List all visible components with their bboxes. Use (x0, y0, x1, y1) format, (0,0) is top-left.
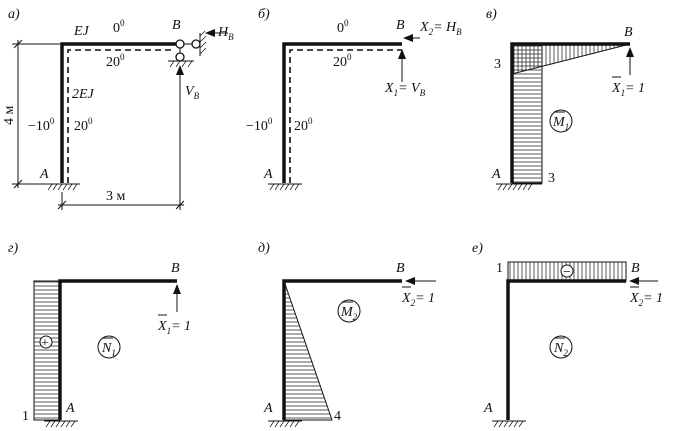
node-a: A (39, 167, 49, 182)
value-top: 3 (494, 57, 501, 72)
panel-b: б) X2= HB X1= VB B A 00 200 −100 200 (246, 7, 462, 191)
panel-letter: б) (258, 7, 270, 22)
load-label: X1= 1 (157, 319, 191, 336)
normal-force-area (33, 280, 61, 421)
dashed-fibre (67, 49, 172, 183)
panel-letter: а) (8, 7, 20, 22)
panel-e: д) X2= 1 B A 4 M2 (258, 241, 436, 428)
load-label: X2= 1 (401, 291, 435, 308)
panel-letter: в) (486, 7, 497, 22)
fixed-support (268, 183, 302, 191)
temp-beam-in: 200 (106, 52, 125, 70)
node-b: B (171, 261, 180, 276)
force-h-label: HB (217, 25, 234, 42)
temp-col-out: −100 (28, 116, 55, 134)
temp-top: 00 (337, 18, 349, 36)
moment-area-column (283, 280, 333, 421)
temp-col-in: 200 (74, 116, 93, 134)
fixed-support (44, 420, 78, 428)
temp-top: 00 (113, 18, 125, 36)
frame (282, 279, 402, 420)
dim-height-label: 4 м (2, 106, 17, 126)
value-bottom: 4 (334, 409, 341, 424)
diagram-name-circle (549, 109, 573, 133)
beam-rigidity: EJ (73, 24, 90, 39)
panel-letter: д) (258, 241, 270, 256)
value-top: 1 (496, 261, 503, 276)
minus-sign-icon (560, 264, 574, 278)
diagram-name: N2 (553, 341, 568, 358)
frame (510, 42, 630, 183)
panel-a: а) (2, 7, 234, 210)
diagram-name-circle (549, 335, 573, 359)
node-b: B (624, 25, 633, 40)
node-a: A (263, 401, 273, 416)
frame (58, 279, 177, 420)
panel-letter: е) (472, 241, 483, 256)
value-bottom: 3 (548, 171, 555, 186)
column-rigidity: 2EJ (72, 87, 95, 102)
fixed-support (268, 420, 302, 428)
dim-width-label: 3 м (106, 189, 126, 204)
force-x2-label: X2= HB (419, 20, 462, 37)
node-b: B (631, 261, 640, 276)
width-dimension (57, 192, 185, 210)
frame (282, 42, 402, 183)
force-x1-label: X1= VB (384, 81, 426, 98)
panel-c: в) X1= 1 B A 3 3 M1 (486, 7, 645, 191)
frame (506, 279, 626, 420)
load-label: X2= 1 (629, 291, 663, 308)
node-b: B (396, 18, 405, 33)
height-dimension (12, 39, 60, 189)
diagram-name-circle (337, 299, 361, 323)
diagram-name: N1 (101, 341, 116, 358)
temp-col-in: 200 (294, 116, 313, 134)
panel-f: е) − X2= 1 B A 1 N2 (472, 241, 663, 428)
fixed-support (496, 183, 542, 191)
panel-d: г) + X1= 1 B A 1 N1 (8, 241, 191, 428)
node-a: A (483, 401, 493, 416)
fixed-support (492, 420, 526, 428)
dashed-fibre (289, 49, 402, 183)
value-bottom: 1 (22, 409, 29, 424)
diagram-name: M2 (340, 305, 358, 322)
node-a: A (491, 167, 501, 182)
node-b: B (396, 261, 405, 276)
node-b: B (172, 18, 181, 33)
hinge-support-icon (168, 30, 207, 68)
force-v-label: VB (185, 84, 200, 101)
load-label: X1= 1 (611, 81, 645, 98)
plus-sign-icon (39, 335, 53, 349)
temp-beam-in: 200 (333, 52, 352, 70)
frame (60, 42, 180, 183)
moment-area-beam (511, 43, 631, 75)
panel-letter: г) (8, 241, 18, 256)
node-a: A (65, 401, 75, 416)
diagram-name-circle (97, 335, 121, 359)
temp-col-out: −100 (246, 116, 273, 134)
fixed-support (46, 183, 80, 191)
diagram-name: M1 (552, 115, 569, 132)
sign: + (41, 336, 49, 351)
sign: − (563, 265, 571, 280)
node-a: A (263, 167, 273, 182)
